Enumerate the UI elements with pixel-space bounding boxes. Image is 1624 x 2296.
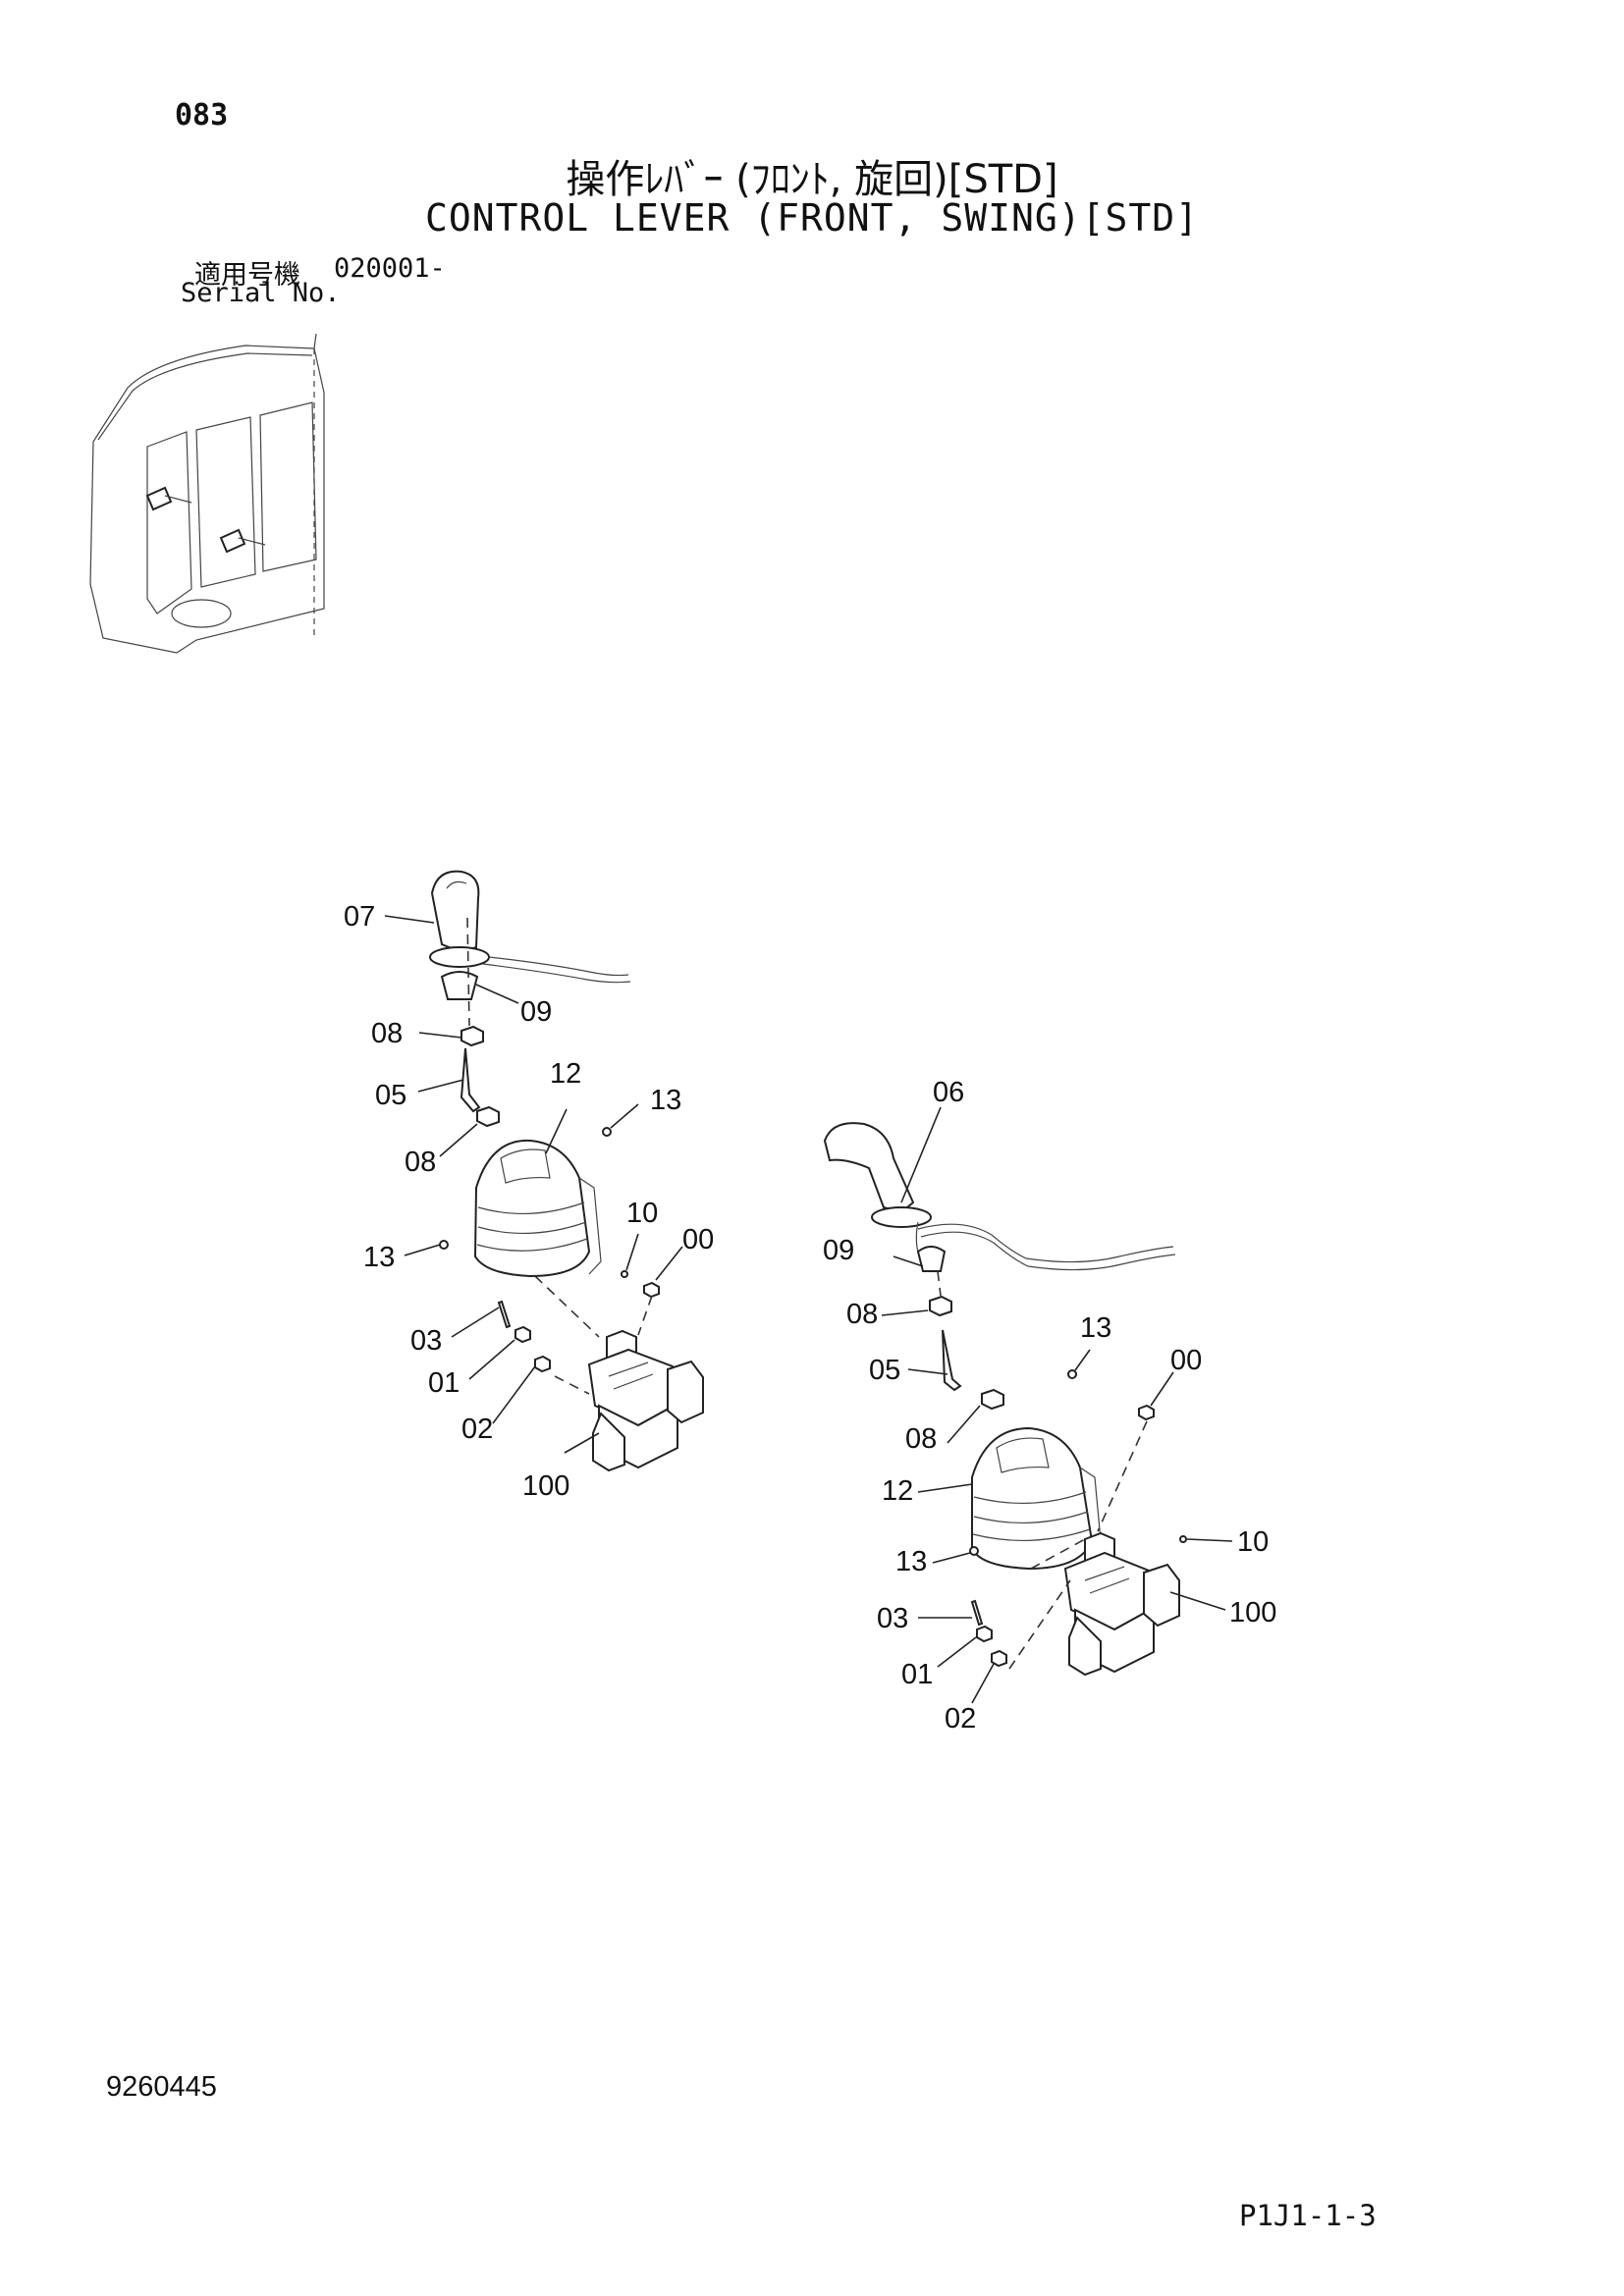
left-pilot-valve xyxy=(587,1329,704,1472)
left-boot xyxy=(440,971,479,1000)
right-callout-02: 02 xyxy=(945,1703,976,1735)
right-bellows-cover xyxy=(971,1426,1103,1571)
serial-label-english: Serial No. xyxy=(181,278,341,308)
page-number: 083 xyxy=(175,98,229,133)
left-lever-assembly xyxy=(384,870,704,1472)
left-washer-02 xyxy=(534,1355,551,1373)
right-nut-top xyxy=(929,1295,952,1317)
left-callout-09: 09 xyxy=(520,996,552,1028)
right-callout-03: 03 xyxy=(877,1603,908,1634)
left-callout-05: 05 xyxy=(375,1080,406,1111)
right-rod xyxy=(942,1329,962,1392)
right-screw-upper xyxy=(1067,1369,1077,1379)
right-grip xyxy=(823,1122,1176,1271)
right-callout-10: 10 xyxy=(1237,1526,1269,1558)
page-title-japanese: 操作ﾚﾊﾞｰ (ﾌﾛﾝﾄ, 旋回)[STD] xyxy=(566,157,1058,202)
left-rod xyxy=(460,1047,481,1113)
right-boot xyxy=(916,1246,947,1272)
serial-number-value: 020001- xyxy=(334,253,446,284)
right-pilot-valve xyxy=(1063,1531,1180,1677)
right-pin-03 xyxy=(970,1599,984,1627)
left-screw-lower xyxy=(439,1240,449,1250)
right-callout-08-lower: 08 xyxy=(905,1423,937,1455)
left-callout-03: 03 xyxy=(410,1325,442,1357)
right-bolt xyxy=(1179,1535,1187,1543)
right-callout-100: 100 xyxy=(1229,1597,1276,1629)
right-nut-lower xyxy=(981,1388,1004,1411)
left-bolt xyxy=(621,1270,628,1278)
left-callout-02: 02 xyxy=(461,1414,493,1445)
figure-code: P1J1-1-3 xyxy=(1239,2199,1377,2232)
left-bellows-cover xyxy=(473,1139,602,1278)
left-screw-upper xyxy=(602,1127,612,1137)
right-callout-06: 06 xyxy=(933,1077,964,1108)
drawing-number: 9260445 xyxy=(106,2071,217,2103)
serial-label-japanese: 適用号機 xyxy=(194,260,300,291)
right-callout-13-top: 13 xyxy=(1080,1312,1111,1344)
right-callout-09: 09 xyxy=(823,1235,854,1266)
right-callout-13-lower: 13 xyxy=(895,1546,927,1577)
left-grip xyxy=(429,870,631,984)
right-washer-01 xyxy=(976,1625,993,1643)
right-callout-12: 12 xyxy=(882,1475,913,1507)
left-nut-lower xyxy=(476,1105,500,1128)
left-callout-07: 07 xyxy=(344,901,375,933)
right-callout-05: 05 xyxy=(869,1355,900,1386)
left-callout-100: 100 xyxy=(522,1470,569,1502)
left-callout-13-top: 13 xyxy=(650,1085,681,1116)
left-callout-00: 00 xyxy=(682,1224,714,1255)
left-callout-08-top: 08 xyxy=(371,1018,403,1049)
right-callout-00: 00 xyxy=(1170,1345,1202,1376)
left-pin-03 xyxy=(497,1300,512,1329)
left-callout-08-lower: 08 xyxy=(405,1147,436,1178)
cab-location-thumbnail xyxy=(89,333,325,654)
page-title-english: CONTROL LEVER (FRONT, SWING)[STD] xyxy=(425,196,1199,240)
right-nut-00 xyxy=(1138,1404,1155,1421)
left-callout-10: 10 xyxy=(626,1198,658,1229)
left-nut-top xyxy=(460,1025,484,1047)
right-washer-02 xyxy=(991,1649,1007,1668)
right-lever-assembly xyxy=(823,1106,1233,1704)
right-callout-08-top: 08 xyxy=(846,1299,878,1330)
left-washer-01 xyxy=(514,1325,531,1344)
left-nut-00 xyxy=(643,1281,660,1299)
left-callout-01: 01 xyxy=(428,1367,460,1399)
right-screw-lower xyxy=(969,1546,979,1556)
left-callout-12: 12 xyxy=(550,1058,581,1090)
left-callout-13-lower: 13 xyxy=(363,1242,395,1273)
right-callout-01: 01 xyxy=(901,1659,933,1690)
